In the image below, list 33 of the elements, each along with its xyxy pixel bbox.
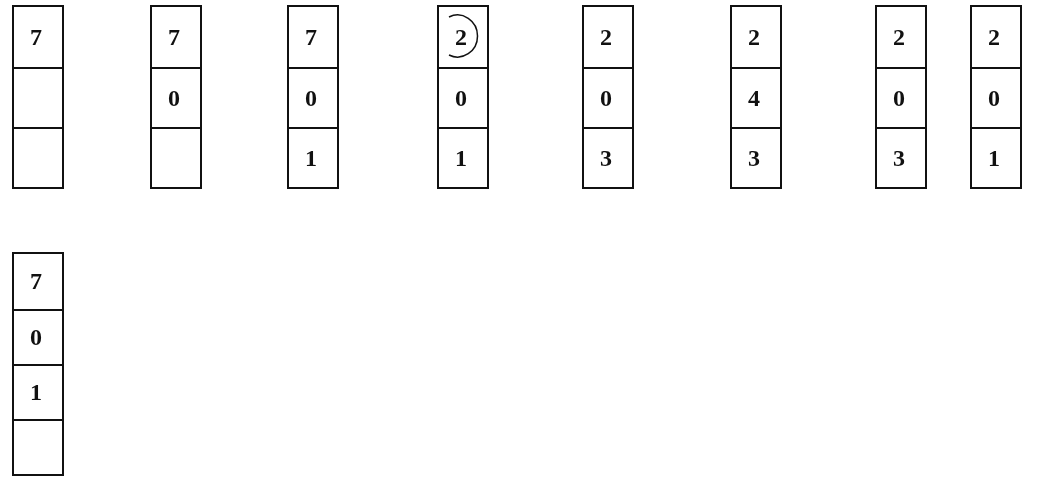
frame-value: 0 bbox=[893, 84, 905, 112]
frame-value: 2 bbox=[748, 23, 760, 51]
frame-value: 0 bbox=[455, 84, 467, 112]
frame-column bbox=[875, 5, 927, 189]
frame-value: 0 bbox=[168, 84, 180, 112]
frame-value: 1 bbox=[305, 144, 317, 172]
frame-column bbox=[437, 5, 489, 189]
frame-value: 2 bbox=[988, 23, 1000, 51]
frame-column bbox=[970, 5, 1022, 189]
frame-value: 7 bbox=[30, 268, 42, 295]
frame-value: 1 bbox=[30, 379, 42, 406]
frame-column bbox=[582, 5, 634, 189]
frame-column bbox=[12, 252, 64, 476]
frame-value: 0 bbox=[30, 324, 42, 351]
frame-value: 0 bbox=[988, 84, 1000, 112]
frame-column bbox=[12, 5, 64, 189]
frame-value: 7 bbox=[305, 23, 317, 51]
frame-value: 0 bbox=[305, 84, 317, 112]
frame-value: 3 bbox=[600, 144, 612, 172]
frame-value: 1 bbox=[988, 144, 1000, 172]
frame-value: 2 bbox=[893, 23, 905, 51]
frame-value: 3 bbox=[893, 144, 905, 172]
frame-value: 4 bbox=[748, 84, 760, 112]
frame-column bbox=[150, 5, 202, 189]
frame-column bbox=[287, 5, 339, 189]
frame-value: 0 bbox=[600, 84, 612, 112]
frame-value: 1 bbox=[455, 144, 467, 172]
frame-value: 7 bbox=[168, 23, 180, 51]
frame-value: 2 bbox=[600, 23, 612, 51]
frame-value: 2 bbox=[455, 23, 467, 51]
frame-value: 7 bbox=[30, 23, 42, 51]
frame-column bbox=[730, 5, 782, 189]
frame-value: 3 bbox=[748, 144, 760, 172]
